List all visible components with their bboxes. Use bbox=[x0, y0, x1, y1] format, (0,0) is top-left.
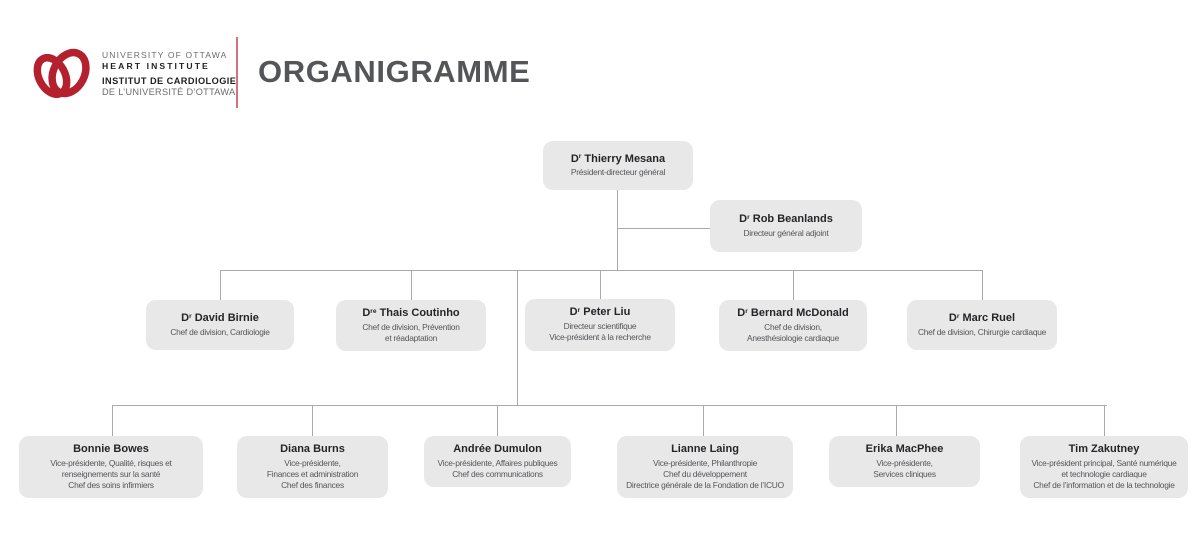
org-box-lianne-laing: Lianne Laing Vice-présidente, Philanthro… bbox=[617, 436, 793, 499]
org-box-tim-zakutney: Tim Zakutney Vice-président principal, S… bbox=[1020, 436, 1188, 499]
connector-drop-ruel bbox=[982, 271, 983, 300]
org-box-diana-burns: Diana Burns Vice-présidente, Finances et… bbox=[237, 436, 388, 499]
person-name: Diana Burns bbox=[280, 443, 345, 455]
connector-drop-laing bbox=[703, 406, 704, 436]
person-name: Dr Peter Liu bbox=[569, 306, 631, 319]
connector-drop-dumulon bbox=[497, 406, 498, 436]
logo-line-universite: DE L’UNIVERSITÉ D’OTTAWA bbox=[102, 87, 236, 98]
person-name: Dre Thais Coutinho bbox=[362, 307, 460, 319]
person-title: Vice-présidente, Services cliniques bbox=[873, 457, 936, 479]
page-title: ORGANIGRAMME bbox=[258, 54, 531, 89]
org-box-marc-ruel: Dr Marc Ruel Chef de division, Chirurgie… bbox=[907, 300, 1057, 350]
connector-drop-zakutney bbox=[1104, 406, 1105, 436]
org-box-bernard-mcdonald: Dr Bernard McDonald Chef de division, An… bbox=[719, 300, 867, 352]
org-box-bonnie-bowes: Bonnie Bowes Vice-présidente, Qualité, r… bbox=[19, 436, 203, 499]
person-name: Andrée Dumulon bbox=[453, 443, 542, 455]
person-title: Vice-président principal, Santé numériqu… bbox=[1031, 457, 1177, 491]
person-title: Chef de division, Cardiologie bbox=[170, 326, 270, 337]
org-box-david-birnie: Dr David Birnie Chef de division, Cardio… bbox=[146, 300, 294, 350]
person-name: Dr Rob Beanlands bbox=[739, 213, 833, 226]
connector-drop-macphee bbox=[896, 406, 897, 436]
connector-bus-row2 bbox=[220, 270, 983, 271]
person-title: Président-directeur général bbox=[570, 167, 666, 178]
connector-ceo-down bbox=[617, 190, 618, 270]
person-title: Vice-présidente, Finances et administrat… bbox=[266, 457, 359, 491]
person-title: Directeur général adjoint bbox=[743, 227, 829, 238]
connector-drop-birnie bbox=[220, 271, 221, 300]
person-title: Vice-présidente, Philanthropie Chef du d… bbox=[626, 457, 784, 491]
org-box-erika-macphee: Erika MacPhee Vice-présidente, Services … bbox=[829, 436, 980, 488]
heart-institute-logo-icon bbox=[33, 48, 90, 99]
header-divider bbox=[236, 37, 238, 108]
person-name: Dr Bernard McDonald bbox=[737, 307, 849, 319]
person-name: Dr Marc Ruel bbox=[948, 312, 1016, 325]
person-title: Vice-présidente, Qualité, risques et ren… bbox=[50, 457, 172, 491]
connector-drop-coutinho bbox=[411, 271, 412, 300]
connector-trunk-row3 bbox=[517, 271, 518, 406]
connector-drop-mcdonald bbox=[793, 271, 794, 300]
org-box-peter-liu: Dr Peter Liu Directeur scientifique Vice… bbox=[525, 299, 675, 351]
org-box-andree-dumulon: Andrée Dumulon Vice-présidente, Affaires… bbox=[424, 436, 571, 488]
person-title: Directeur scientifique Vice-président à … bbox=[549, 321, 651, 343]
logo-line-heart-institute: HEART INSTITUTE bbox=[102, 61, 210, 71]
connector-drop-liu bbox=[600, 271, 601, 299]
person-name: Erika MacPhee bbox=[865, 443, 944, 455]
org-box-rob-beanlands: Dr Rob Beanlands Directeur général adjoi… bbox=[710, 200, 862, 252]
logo-line-institut: INSTITUT DE CARDIOLOGIE bbox=[102, 75, 237, 86]
person-name: Dr Thierry Mesana bbox=[570, 152, 666, 165]
logo-line-university: UNIVERSITY OF OTTAWA bbox=[102, 50, 228, 60]
logo-wordmark: UNIVERSITY OF OTTAWA HEART INSTITUTE INS… bbox=[102, 51, 236, 98]
org-box-thais-coutinho: Dre Thais Coutinho Chef de division, Pré… bbox=[336, 300, 486, 352]
person-title: Chef de division, Prévention et réadapta… bbox=[362, 321, 460, 343]
connector-drop-burns bbox=[312, 406, 313, 436]
person-name: Lianne Laing bbox=[671, 443, 739, 455]
person-name: Dr David Birnie bbox=[181, 312, 259, 325]
org-box-thierry-mesana: Dr Thierry Mesana Président-directeur gé… bbox=[543, 141, 693, 190]
person-title: Chef de division, Chirurgie cardiaque bbox=[917, 326, 1047, 337]
person-name: Tim Zakutney bbox=[1068, 443, 1140, 455]
connector-bus-row3 bbox=[112, 405, 1107, 406]
person-title: Chef de division, Anesthésiologie cardia… bbox=[747, 321, 839, 343]
connector-beanlands bbox=[618, 228, 710, 229]
person-name: Bonnie Bowes bbox=[73, 443, 149, 455]
person-title: Vice-présidente, Affaires publiques Chef… bbox=[437, 457, 558, 479]
connector-drop-bowes bbox=[112, 406, 113, 436]
